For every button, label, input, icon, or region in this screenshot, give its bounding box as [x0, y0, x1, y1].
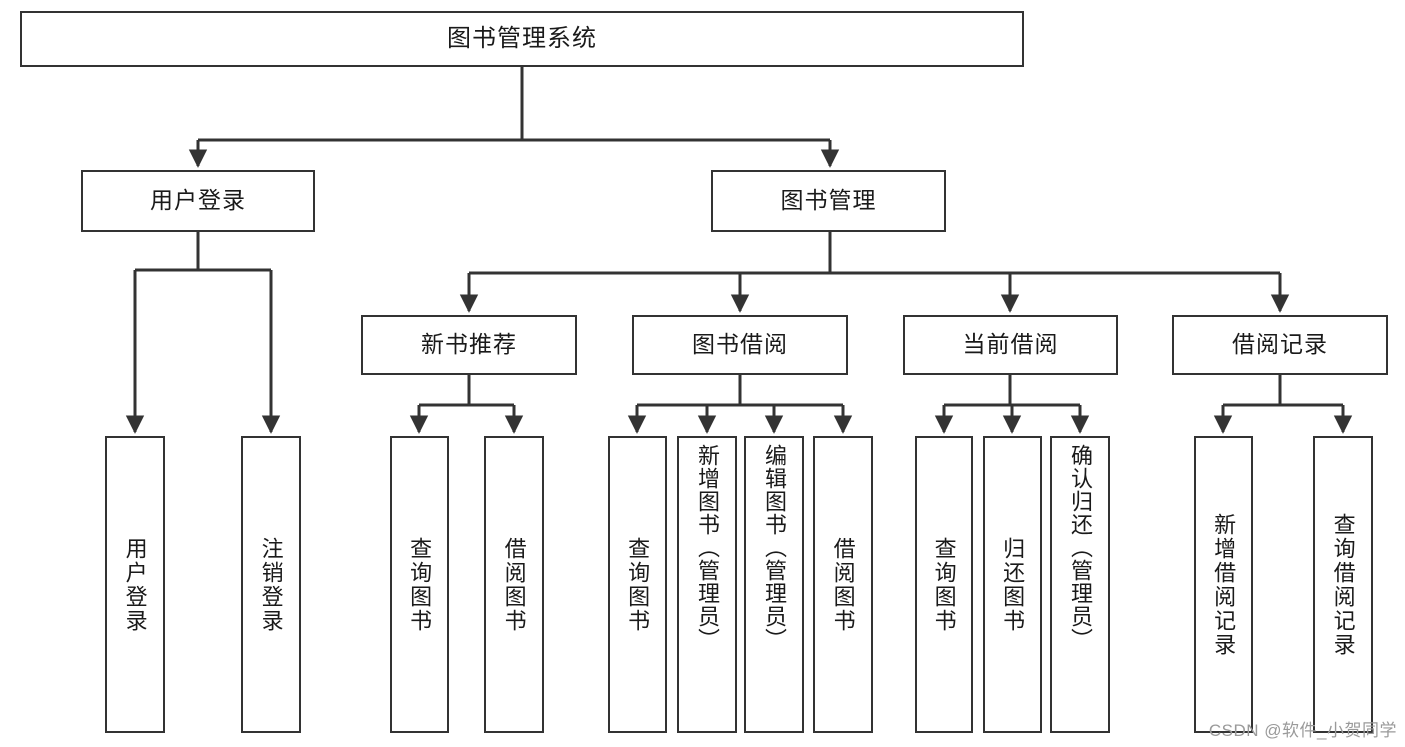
node-leaf-query-book-recommend[interactable]: 查询图书: [390, 436, 449, 733]
node-leaf-logout[interactable]: 注销登录: [241, 436, 301, 733]
node-root-book-management-system[interactable]: 图书管理系统: [20, 11, 1024, 67]
node-label: 借阅图书: [501, 536, 527, 633]
node-leaf-query-book-current[interactable]: 查询图书: [915, 436, 973, 733]
node-label: 借阅记录: [1232, 331, 1328, 358]
node-new-book-recommend[interactable]: 新书推荐: [361, 315, 577, 375]
node-label: 新书推荐: [421, 331, 517, 358]
node-label: 图书管理系统: [447, 24, 597, 52]
node-label: 确认归还（管理员）: [1068, 444, 1093, 651]
node-label: 编辑图书（管理员）: [762, 444, 787, 651]
node-book-borrow[interactable]: 图书借阅: [632, 315, 848, 375]
node-leaf-query-book-borrow[interactable]: 查询图书: [608, 436, 667, 733]
node-label: 查询图书: [931, 536, 957, 633]
node-label: 借阅图书: [830, 536, 856, 633]
node-leaf-query-borrow-record[interactable]: 查询借阅记录: [1313, 436, 1373, 733]
node-book-management[interactable]: 图书管理: [711, 170, 946, 232]
node-leaf-user-login[interactable]: 用户登录: [105, 436, 165, 733]
node-label: 归还图书: [1000, 536, 1026, 633]
node-label: 新增图书（管理员）: [695, 444, 720, 651]
node-label: 当前借阅: [962, 331, 1059, 358]
node-label: 图书借阅: [692, 331, 788, 358]
node-label: 注销登录: [258, 536, 284, 633]
node-label: 查询借阅记录: [1330, 512, 1356, 657]
node-current-borrow[interactable]: 当前借阅: [903, 315, 1118, 375]
node-label: 图书管理: [780, 187, 877, 214]
node-label: 用户登录: [122, 536, 148, 633]
node-label: 用户登录: [150, 187, 246, 214]
node-label: 新增借阅记录: [1211, 512, 1237, 657]
node-label: 查询图书: [407, 536, 433, 633]
node-leaf-add-book-admin[interactable]: 新增图书（管理员）: [677, 436, 737, 733]
node-leaf-confirm-return-admin[interactable]: 确认归还（管理员）: [1050, 436, 1110, 733]
node-leaf-borrow-book-recommend[interactable]: 借阅图书: [484, 436, 544, 733]
node-user-login[interactable]: 用户登录: [81, 170, 315, 232]
node-leaf-return-book[interactable]: 归还图书: [983, 436, 1042, 733]
node-leaf-borrow-book[interactable]: 借阅图书: [813, 436, 873, 733]
node-borrow-record[interactable]: 借阅记录: [1172, 315, 1388, 375]
node-leaf-add-borrow-record[interactable]: 新增借阅记录: [1194, 436, 1253, 733]
node-leaf-edit-book-admin[interactable]: 编辑图书（管理员）: [744, 436, 804, 733]
watermark: CSDN @软件_小贺同学: [1208, 721, 1397, 740]
node-label: 查询图书: [625, 536, 651, 633]
